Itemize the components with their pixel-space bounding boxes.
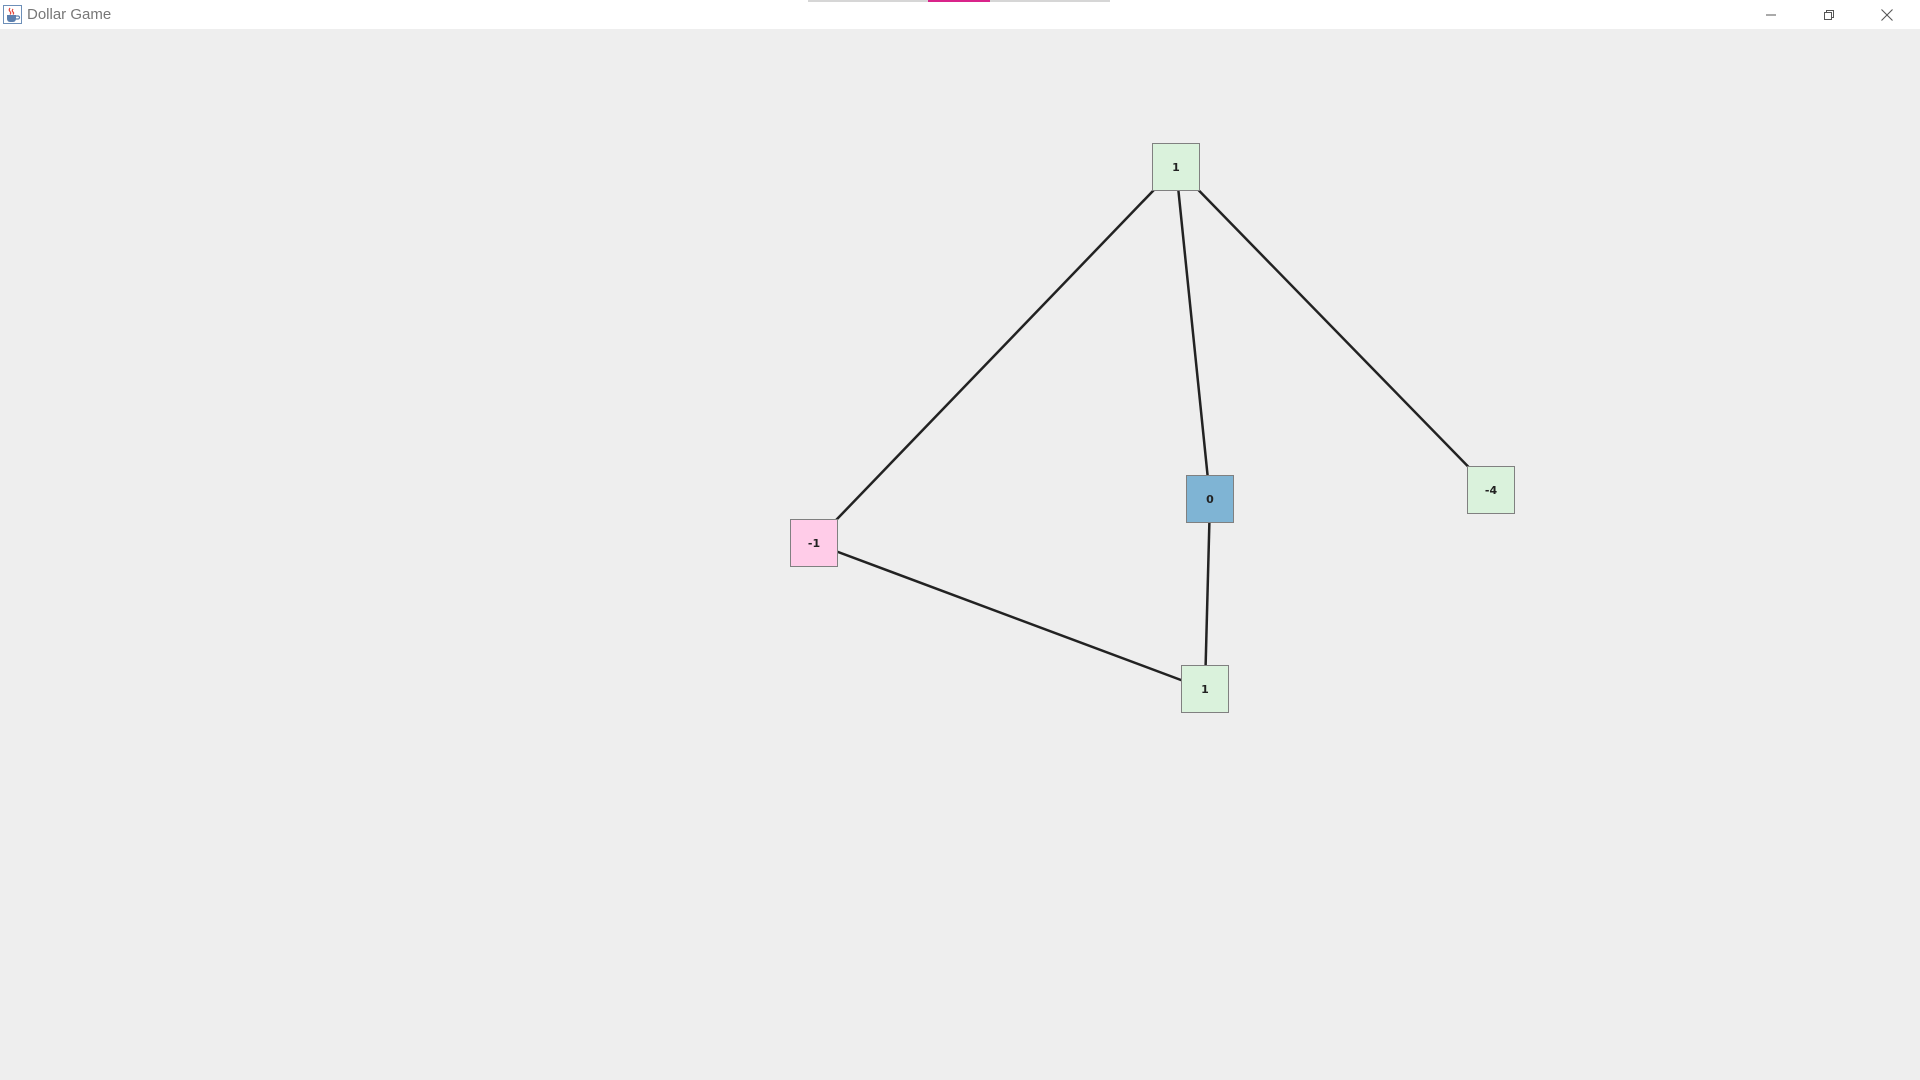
java-cup-icon xyxy=(3,5,22,24)
maximize-button[interactable] xyxy=(1800,0,1858,29)
restore-icon xyxy=(1823,9,1835,21)
window-title: Dollar Game xyxy=(27,6,112,23)
close-button[interactable] xyxy=(1858,0,1916,29)
taskbar-strip-active xyxy=(928,0,990,2)
graph-node-a[interactable]: 1 xyxy=(1152,143,1200,191)
graph-canvas[interactable] xyxy=(0,29,1920,1080)
graph-node-d[interactable]: -1 xyxy=(790,519,838,567)
graph-node-c[interactable]: -4 xyxy=(1467,466,1515,514)
taskbar-strip xyxy=(808,0,928,2)
close-icon xyxy=(1880,8,1894,22)
minimize-icon xyxy=(1765,9,1777,21)
title-bar[interactable]: Dollar Game xyxy=(0,0,1920,29)
taskbar-strip xyxy=(990,0,1110,2)
graph-node-b[interactable]: 0 xyxy=(1186,475,1234,523)
graph-node-e[interactable]: 1 xyxy=(1181,665,1229,713)
minimize-button[interactable] xyxy=(1742,0,1800,29)
